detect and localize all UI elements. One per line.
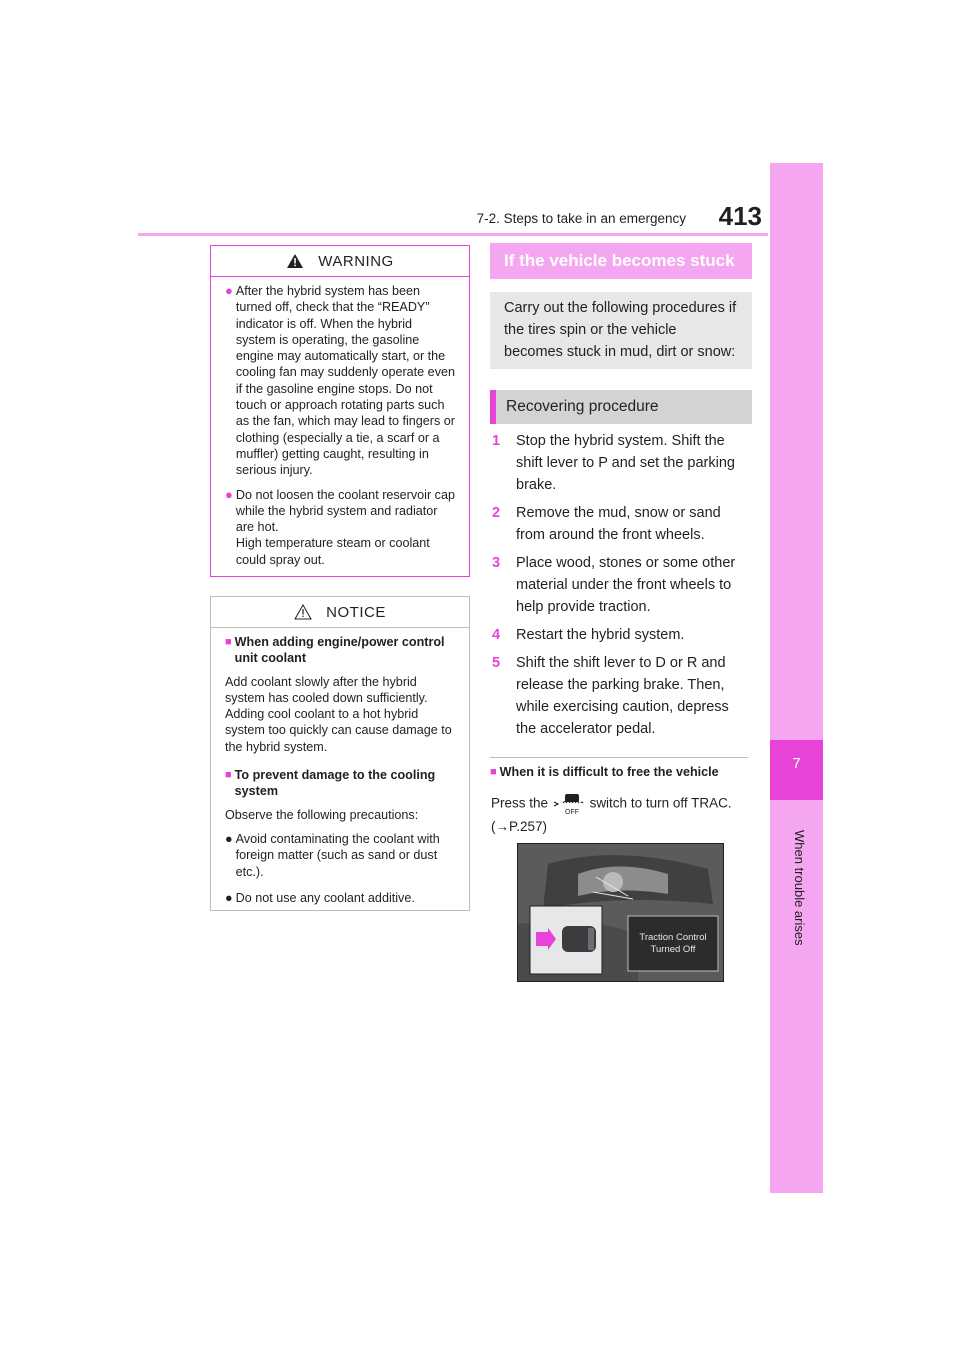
dashboard-illustration — [518, 844, 723, 981]
bullet-dot-icon: ● — [225, 486, 233, 502]
square-bullet-icon: ■ — [225, 636, 232, 648]
warning-bullet-text: Do not loosen the coolant reservoir cap … — [235, 487, 455, 567]
section-title: 7-2. Steps to take in an emergency — [476, 211, 686, 226]
section-heading-stuck: If the vehicle becomes stuck — [490, 243, 752, 279]
dashboard-figure: Traction Control Turned Off — [517, 843, 724, 982]
warning-bullet: ● After the hybrid system has been turne… — [211, 283, 469, 479]
notice-subheading: ■ When adding engine/power control unit … — [225, 635, 445, 666]
procedure-step: 5 Shift the shift lever to D or R and re… — [490, 652, 750, 740]
step-number: 2 — [492, 505, 501, 521]
procedure-step: 4 Restart the hybrid system. — [490, 624, 750, 646]
step-number: 4 — [492, 627, 501, 643]
step-text: Restart the hybrid system. — [516, 627, 685, 643]
square-bullet-icon: ■ — [225, 769, 232, 782]
procedure-title: Recovering procedure — [490, 390, 752, 424]
bullet-dot-icon: ● — [225, 890, 233, 905]
procedure-steps: 1 Stop the hybrid system. Shift the shif… — [490, 430, 750, 746]
notice-box: NOTICE ■ When adding engine/power contro… — [210, 596, 470, 911]
notice-bullet: ● Do not use any coolant additive. — [225, 890, 415, 905]
trac-instruction: Press the OFF switch to turn off TRAC. (… — [491, 792, 753, 838]
bullet-dot-icon: ● — [225, 831, 233, 846]
step-text: Place wood, stones or some other materia… — [516, 555, 736, 615]
chapter-side-tab — [770, 163, 823, 1193]
notice-paragraph: Observe the following precautions: — [225, 807, 419, 822]
step-text: Remove the mud, snow or sand from around… — [516, 505, 721, 543]
warning-header: WARNING — [211, 246, 469, 277]
chapter-number: 7 — [792, 755, 801, 772]
page-reference: (→P.257) — [491, 819, 548, 834]
section-divider — [490, 757, 748, 758]
warning-triangle-icon — [287, 254, 304, 268]
square-bullet-icon: ■ — [490, 766, 497, 778]
warning-title: WARNING — [318, 252, 394, 270]
page-number: 413 — [718, 201, 762, 231]
chapter-number-box — [770, 740, 823, 800]
warning-box: WARNING ● After the hybrid system has be… — [210, 245, 470, 577]
caution-triangle-icon — [294, 604, 313, 620]
trac-off-icon: OFF — [552, 792, 586, 816]
notice-paragraph: Add coolant slowly after the hybrid syst… — [225, 674, 452, 754]
warning-bullet: ● Do not loosen the coolant reservoir ca… — [211, 487, 469, 568]
step-text: Shift the shift lever to D or R and rele… — [516, 655, 729, 737]
intro-box: Carry out the following procedures if th… — [490, 292, 752, 369]
step-text: Stop the hybrid system. Shift the shift … — [516, 433, 735, 493]
step-number: 5 — [492, 655, 501, 671]
step-number: 1 — [492, 433, 501, 449]
notice-title: NOTICE — [326, 603, 386, 621]
difficult-subheading: ■ When it is difficult to free the vehic… — [490, 765, 719, 779]
notice-subheading: ■ To prevent damage to the cooling syste… — [225, 768, 436, 799]
bullet-dot-icon: ● — [225, 283, 233, 298]
chapter-title: When trouble arises — [792, 830, 807, 946]
notice-header: NOTICE — [211, 597, 469, 628]
step-number: 3 — [492, 555, 501, 571]
trac-off-message: Traction Control Turned Off — [639, 932, 707, 955]
procedure-step: 3 Place wood, stones or some other mater… — [490, 552, 750, 618]
svg-text:OFF: OFF — [565, 809, 579, 816]
header-divider — [138, 233, 768, 236]
warning-bullet-text: After the hybrid system has been turned … — [235, 284, 455, 478]
procedure-step: 2 Remove the mud, snow or sand from arou… — [490, 502, 750, 546]
notice-bullet: ● Avoid contaminating the coolant with f… — [225, 831, 440, 879]
procedure-step: 1 Stop the hybrid system. Shift the shif… — [490, 430, 750, 496]
